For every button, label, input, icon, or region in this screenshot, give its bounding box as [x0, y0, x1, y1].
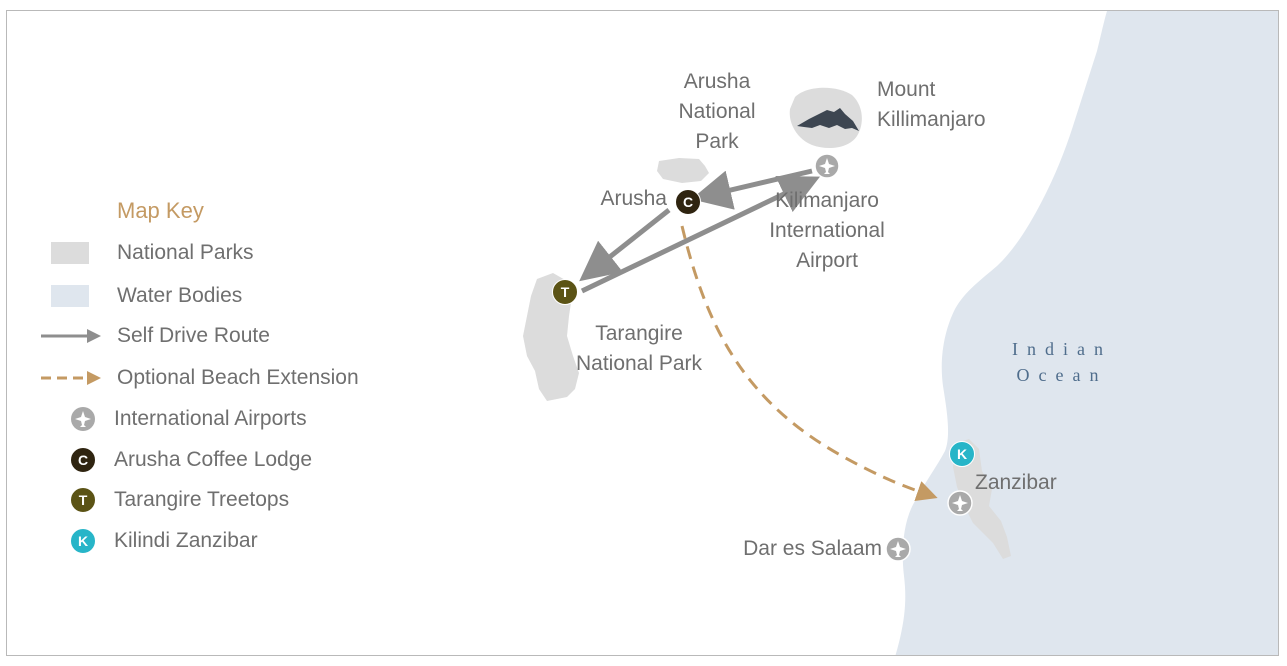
key-label: International Airports — [114, 407, 307, 430]
route-tarangire-to-kia — [580, 175, 821, 294]
key-label: Kilindi Zanzibar — [114, 529, 258, 552]
indian-ocean-water — [895, 11, 1278, 655]
airplane-icon — [885, 536, 911, 562]
indian-ocean-label: Indian Ocean — [1012, 339, 1112, 385]
tarangire-national-park-label: Tarangire National Park — [575, 322, 703, 375]
route-kia-to-arusha — [691, 168, 813, 210]
t-marker-icon[interactable]: T — [552, 279, 578, 305]
key-label: Arusha Coffee Lodge — [114, 448, 313, 471]
map-key-title: Map Key — [117, 198, 204, 223]
park-swatch-icon — [51, 242, 89, 264]
key-label: Tarangire Treetops — [114, 488, 290, 511]
arusha-national-park-area — [657, 158, 709, 183]
airplane-icon — [814, 153, 840, 179]
k-marker-icon[interactable]: K — [949, 441, 975, 467]
map-frame: C T K Arusha National Park Mount Killima… — [6, 10, 1279, 656]
mountain-icon — [797, 108, 859, 131]
zanzibar-island — [953, 439, 1011, 559]
t-marker-icon: T — [70, 487, 96, 513]
key-label: Water Bodies — [117, 284, 243, 307]
dashed-arrow-icon — [41, 371, 101, 385]
dar-es-salaam-label: Dar es Salaam — [743, 537, 882, 560]
c-marker-icon: C — [70, 447, 96, 473]
key-label: Self Drive Route — [117, 324, 270, 347]
arusha-label: Arusha — [600, 187, 667, 210]
key-label: National Parks — [117, 241, 254, 264]
beach-extension-route — [680, 225, 938, 501]
arusha-national-park-label: Arusha National Park — [678, 70, 756, 153]
airplane-icon — [947, 490, 973, 516]
airplane-icon — [71, 407, 95, 431]
tarangire-national-park-area — [523, 273, 579, 401]
k-marker-icon: K — [70, 528, 96, 554]
key-label: Optional Beach Extension — [117, 366, 359, 389]
route-arusha-to-tarangire — [579, 208, 671, 282]
map-canvas — [523, 11, 1278, 655]
grey-arrow-icon — [41, 329, 101, 343]
c-marker-icon[interactable]: C — [675, 189, 701, 215]
mount-kilimanjaro-label: Mount Killimanjaro — [877, 78, 986, 131]
kilimanjaro-airport-label: Kilimanjaro International Airport — [769, 189, 885, 272]
water-swatch-icon — [51, 285, 89, 307]
zanzibar-label: Zanzibar — [975, 471, 1057, 494]
